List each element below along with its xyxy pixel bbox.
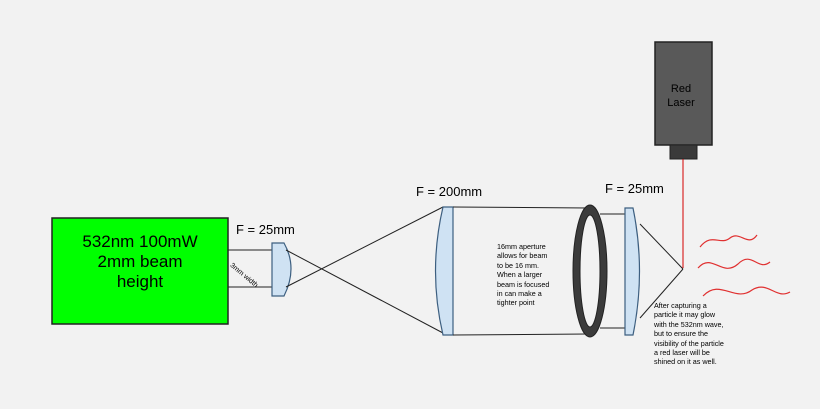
aperture-note-line: tighter point: [497, 298, 535, 308]
source-line-1: 532nm 100mW: [82, 232, 198, 251]
aperture-note-line: allows for beam: [497, 251, 548, 261]
aperture-note-line: When a larger: [497, 270, 543, 280]
glow-wave-3: [702, 286, 791, 297]
red-laser-label-line: Red: [670, 83, 692, 95]
collimated-bottom-line: [452, 333, 589, 336]
aperture-note-line: beam is focused: [497, 279, 550, 289]
laser-source-box: [51, 217, 229, 325]
capture-note: After capturing a particle it may glow w…: [654, 301, 724, 367]
lens-3: [624, 207, 641, 336]
capture-note-line: visibility of the particle: [654, 338, 724, 348]
aperture-ring-inner: [579, 214, 601, 328]
aperture-note-line: 16mm aperture: [497, 242, 546, 251]
red-laser-body: [654, 41, 713, 146]
red-laser-nozzle: [669, 144, 698, 160]
ray-lens1-bottom: [285, 206, 444, 288]
focus-ray-bottom: [639, 268, 684, 319]
glow-wave-2: [697, 258, 771, 269]
source-line-3: height: [116, 272, 164, 291]
red-laser-label: Red Laser: [664, 82, 698, 110]
aperture-note: 16mm aperture allows for beam to be 16 m…: [497, 242, 549, 308]
capture-note-line: shined on it as well.: [654, 357, 717, 367]
capture-note-line: but to ensure the: [654, 329, 708, 339]
lens3-focal-label: F = 25mm: [605, 181, 664, 196]
aperture-note-line: to be 16 mm.: [497, 260, 539, 270]
lens-2: [434, 206, 454, 336]
lens1-focal-label: F = 25mm: [236, 222, 295, 237]
source-line-2: 2mm beam: [97, 252, 183, 271]
capture-note-line: a red laser will be: [654, 348, 710, 358]
aperture-note-line: in can make a: [497, 289, 542, 299]
capture-note-line: particle it may glow: [654, 310, 716, 320]
collimated-top-line: [452, 206, 589, 209]
ray-lens1-top: [285, 249, 444, 334]
capture-note-line: After capturing a: [654, 301, 707, 310]
capture-note-line: with the 532nm wave,: [654, 319, 724, 329]
lens2-focal-label: F = 200mm: [416, 184, 483, 199]
source-box-label: 532nm 100mW 2mm beam height: [52, 232, 228, 292]
lens-1: [271, 242, 292, 297]
glow-wave-1: [699, 234, 758, 248]
red-laser-label-line: Laser: [667, 97, 695, 109]
focus-ray-top: [639, 223, 684, 270]
